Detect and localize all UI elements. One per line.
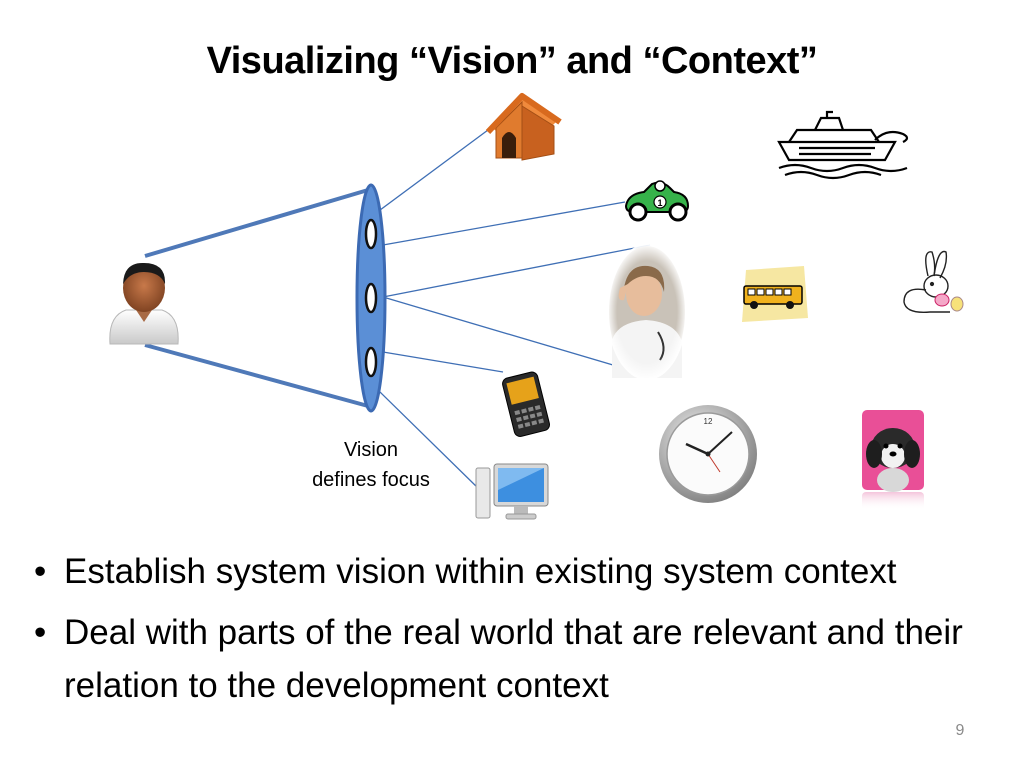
slide-title: Visualizing “Vision” and “Context” bbox=[206, 40, 818, 82]
race-car-icon: 1 bbox=[624, 180, 690, 222]
ship-icon bbox=[777, 110, 909, 180]
ray-doctor-bottom bbox=[382, 296, 651, 377]
person-icon bbox=[109, 262, 179, 345]
car-number: 1 bbox=[657, 198, 662, 208]
doghouse-icon bbox=[486, 93, 562, 161]
phone-icon bbox=[502, 371, 550, 437]
ray-doctor-top bbox=[382, 244, 651, 298]
dog-photo-icon bbox=[862, 410, 924, 510]
vision-caption: Vision defines focus bbox=[296, 435, 446, 495]
clock-icon: 12 bbox=[659, 405, 757, 503]
caption-line-1: Vision bbox=[343, 439, 399, 461]
caption-line-2: defines focus bbox=[312, 469, 430, 491]
bullet-list: • Establish system vision within existin… bbox=[34, 545, 1004, 720]
clock-number: 12 bbox=[704, 417, 713, 426]
school-bus-icon bbox=[742, 266, 808, 322]
rabbit-icon bbox=[903, 250, 964, 313]
ray-computer bbox=[379, 391, 481, 491]
bullet-glyph: • bbox=[34, 552, 47, 591]
bullet-glyph: • bbox=[34, 613, 47, 652]
bullet-text: Establish system vision within existing … bbox=[64, 552, 897, 591]
bullet-item: • Establish system vision within existin… bbox=[34, 545, 1004, 598]
cone-line-bottom bbox=[144, 343, 369, 408]
page-number: 9 bbox=[955, 722, 965, 739]
ray-doghouse bbox=[379, 129, 489, 211]
doctor-icon bbox=[607, 244, 687, 380]
ray-phone bbox=[382, 351, 504, 373]
ray-car bbox=[382, 201, 626, 246]
bullet-item: • Deal with parts of the real world that… bbox=[34, 606, 1004, 712]
lens-icon bbox=[355, 183, 387, 413]
computer-icon bbox=[475, 463, 549, 520]
cone-line-top bbox=[144, 188, 369, 258]
vision-diagram bbox=[144, 129, 651, 491]
bullet-text: Deal with parts of the real world that a… bbox=[64, 613, 963, 705]
